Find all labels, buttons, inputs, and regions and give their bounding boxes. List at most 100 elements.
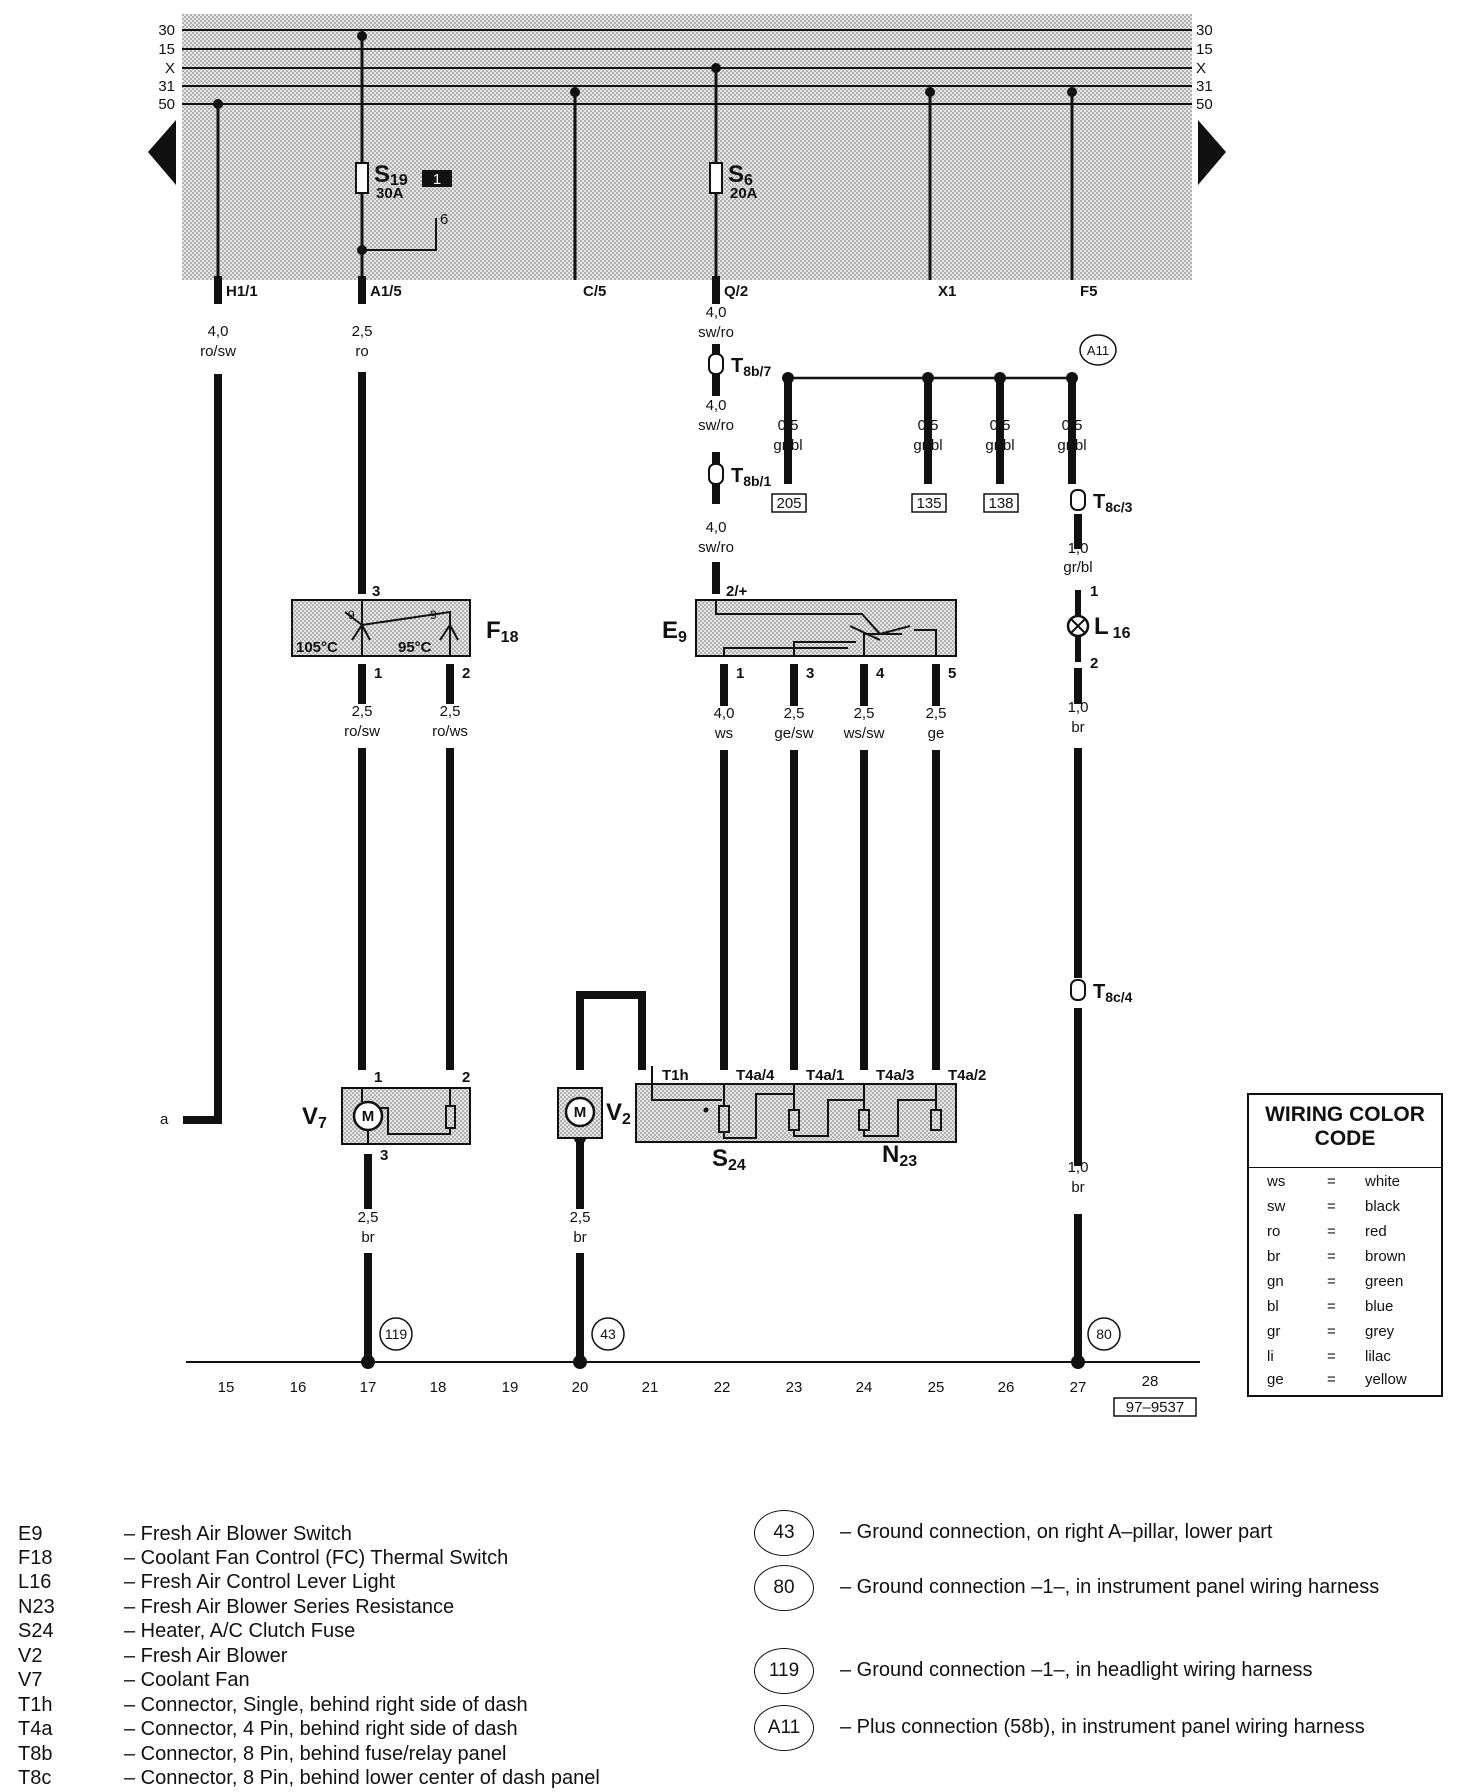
- legend-desc: – Connector, 8 Pin, behind fuse/relay pa…: [124, 1743, 507, 1765]
- wire-e9p4-gauge: 2,5: [854, 705, 875, 722]
- legend-desc: – Fresh Air Blower: [124, 1645, 288, 1667]
- t4a1-label: T4a/1: [806, 1067, 844, 1084]
- ground-marker-80: 80: [1096, 1326, 1112, 1342]
- wire-e9p4-color: ws/sw: [843, 725, 885, 742]
- wire-e9p5-color: ge: [928, 725, 945, 742]
- connector-t8b1: T8b/1: [731, 465, 771, 489]
- wire-v2-ground-gauge: 2,5: [570, 1209, 591, 1226]
- track-19: 19: [502, 1379, 519, 1396]
- e9-pin-5: 5: [948, 665, 956, 682]
- track-18: 18: [430, 1379, 447, 1396]
- fuse-relay-panel: [182, 14, 1192, 280]
- connector-icons: [708, 353, 1086, 1001]
- wire-q2c-gauge: 4,0: [706, 519, 727, 536]
- bus-label-x-left: X: [165, 60, 175, 77]
- wire-f18p2-gauge: 2,5: [440, 703, 461, 720]
- track-28: 28: [1142, 1373, 1159, 1390]
- e9-pin-2-plus: 2/+: [726, 583, 748, 600]
- color-eq: =: [1327, 1223, 1336, 1240]
- legend-code: N23: [18, 1596, 55, 1618]
- s24-n23-module-box: [635, 1083, 957, 1143]
- color-name: brown: [1365, 1248, 1406, 1265]
- f18-pin-3: 3: [372, 583, 380, 600]
- e9-pin-4: 4: [876, 665, 885, 682]
- color-abbr: br: [1267, 1248, 1281, 1265]
- wire-a11-color: gr/bl: [1057, 437, 1086, 454]
- l16-pin-1: 1: [1090, 583, 1098, 600]
- f18-temp-105: 105°C: [296, 639, 338, 656]
- color-eq: =: [1327, 1173, 1336, 1190]
- ground-id-circle: 119: [754, 1648, 814, 1694]
- legend-desc: – Fresh Air Blower Switch: [124, 1523, 352, 1545]
- terminal-a1-5: A1/5: [370, 283, 402, 300]
- v2-motor-letter: M: [574, 1104, 587, 1121]
- wire-a15-gauge: 2,5: [352, 323, 373, 340]
- wire-q2c-color: sw/ro: [698, 539, 734, 556]
- bus-label-50-left: 50: [158, 96, 175, 113]
- e9-label: E9: [662, 617, 687, 646]
- legend-code: L16: [18, 1571, 52, 1593]
- color-eq: =: [1327, 1273, 1336, 1290]
- ground-legend-desc: – Plus connection (58b), in instrument p…: [840, 1716, 1365, 1738]
- legend-code: S24: [18, 1620, 54, 1642]
- legend-desc: – Connector, 4 Pin, behind right side of…: [124, 1718, 518, 1740]
- terminal-f5: F5: [1080, 283, 1098, 300]
- v2-motor-icon: [564, 1096, 596, 1128]
- color-name: grey: [1365, 1323, 1395, 1340]
- wire-e9p1-gauge: 4,0: [714, 705, 735, 722]
- wire-205-color: gr/bl: [773, 437, 802, 454]
- color-abbr: gn: [1267, 1273, 1284, 1290]
- track-23: 23: [786, 1379, 803, 1396]
- diagram-id: 97–9537: [1126, 1399, 1184, 1416]
- e9-blower-switch-box: [695, 599, 957, 657]
- wire-t8c4-ground-gauge: 1,0: [1068, 1159, 1089, 1176]
- color-code-title: WIRING COLOR CODE: [1249, 1095, 1441, 1168]
- wire-e9p5-gauge: 2,5: [926, 705, 947, 722]
- ground-legend-desc: – Ground connection, on right A–pillar, …: [840, 1521, 1273, 1543]
- track-21: 21: [642, 1379, 659, 1396]
- wire-l16-out-gauge: 1,0: [1068, 699, 1089, 716]
- fuse-s19-tag-number: 1: [433, 171, 441, 188]
- fuse-s19-tag: [422, 170, 452, 187]
- ground-id-circle: A11: [754, 1705, 814, 1751]
- bus-label-31-left: 31: [158, 78, 175, 95]
- f18-label: F18: [486, 617, 519, 646]
- legend-desc: – Fresh Air Blower Series Resistance: [124, 1596, 455, 1618]
- wire-q2a-color: sw/ro: [698, 324, 734, 341]
- bus-lines: [182, 29, 1192, 105]
- wire-l16-out-color: br: [1071, 719, 1084, 736]
- s24-marker-dot: [703, 1107, 709, 1113]
- fuse-s6-icon: [709, 162, 723, 194]
- track-15: 15: [218, 1379, 235, 1396]
- v7-pin-1: 1: [374, 1069, 382, 1086]
- color-abbr: sw: [1267, 1198, 1286, 1215]
- wire-135-color: gr/bl: [913, 437, 942, 454]
- f18-thermal-switch-box: [291, 599, 471, 657]
- v7-pin-3: 3: [380, 1147, 388, 1164]
- wire-l16-in-gauge: 1,0: [1068, 540, 1089, 557]
- legend-code: T8c: [18, 1767, 52, 1789]
- track-22: 22: [714, 1379, 731, 1396]
- track-24: 24: [856, 1379, 873, 1396]
- color-name: black: [1365, 1198, 1401, 1215]
- diagram-id-box: [1113, 1397, 1197, 1417]
- color-name: yellow: [1365, 1371, 1407, 1388]
- wire-h11-gauge: 4,0: [208, 323, 229, 340]
- track-25: 25: [928, 1379, 945, 1396]
- f18-inner-2: 9: [430, 608, 437, 622]
- wire-f18p2-color: ro/ws: [432, 723, 468, 740]
- f18-switch-symbol: [344, 600, 459, 656]
- t4a2-label: T4a/2: [948, 1067, 986, 1084]
- wire-e9p3-gauge: 2,5: [784, 705, 805, 722]
- color-abbr: li: [1267, 1348, 1274, 1365]
- wire-138-gauge: 0,5: [990, 417, 1011, 434]
- connector-t8c3: T8c/3: [1093, 491, 1133, 515]
- terminal-c-5: C/5: [583, 283, 606, 300]
- color-eq: =: [1327, 1198, 1336, 1215]
- ground-id-circle: 43: [754, 1510, 814, 1556]
- legend-code: V2: [18, 1645, 43, 1667]
- t1h-label: T1h: [662, 1067, 689, 1084]
- bus-label-15-right: 15: [1196, 41, 1213, 58]
